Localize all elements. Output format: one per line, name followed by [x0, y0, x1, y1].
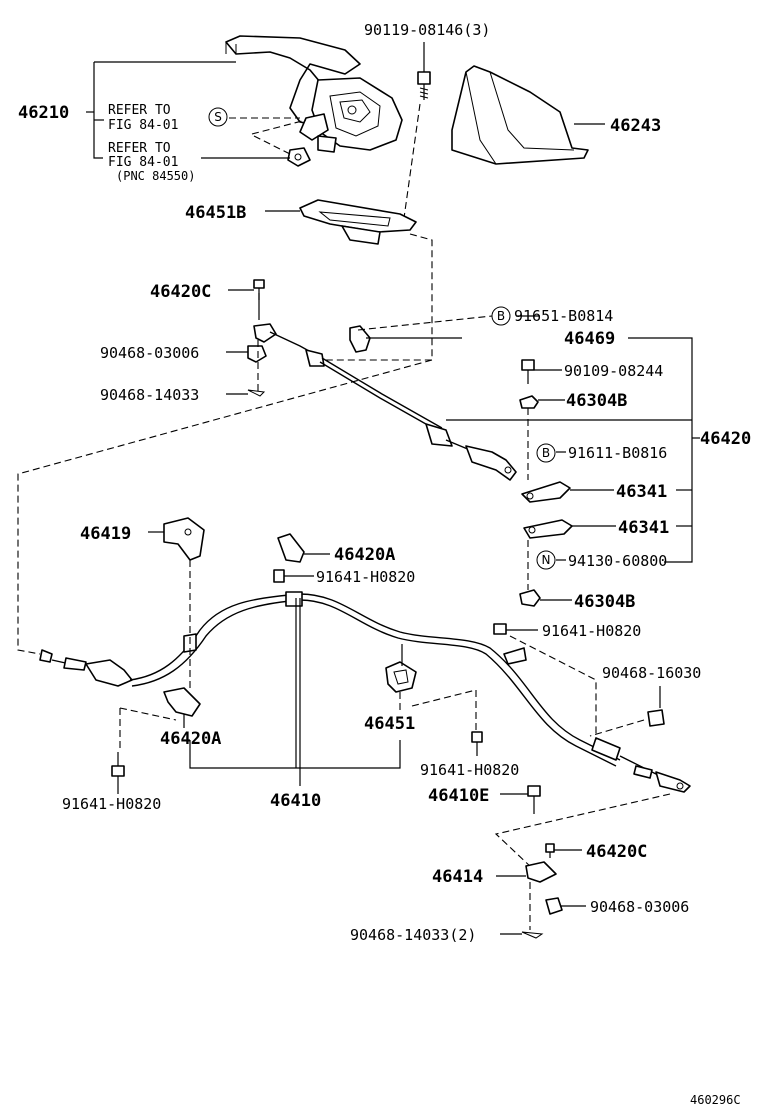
label-91641-a: 91641-H0820: [316, 568, 415, 586]
label-91641-c: 91641-H0820: [420, 761, 519, 779]
rear-cable-46410: [39, 591, 691, 793]
label-46451: 46451: [364, 714, 415, 734]
parking-brake-lever-assembly: [225, 35, 403, 167]
label-46419: 46419: [80, 524, 131, 544]
svg-text:B: B: [542, 446, 550, 460]
nut-46304b-bottom-icon: [519, 589, 541, 607]
label-91651: 91651-B0814: [514, 307, 613, 325]
label-46414: 46414: [432, 867, 483, 887]
svg-text:N: N: [542, 553, 551, 567]
label-46420a-top: 46420A: [334, 545, 395, 565]
bracket-46420a-top: [277, 533, 305, 563]
label-46243: 46243: [610, 116, 661, 136]
label-90468-03006-bottom: 90468-03006: [590, 898, 689, 916]
label-46341-a: 46341: [616, 482, 667, 502]
label-46410e: 46410E: [428, 786, 489, 806]
label-90119: 90119-08146(3): [364, 21, 490, 39]
bracket-46469: [349, 325, 371, 353]
label-pnc: (PNC 84550): [116, 169, 195, 183]
boot-46243: [451, 65, 589, 165]
marker-n: N: [536, 550, 556, 570]
bolt-90119-icon: [417, 71, 431, 100]
clip-90468-16030-icon: [647, 709, 665, 727]
clip-90468-14033-top-icon: [247, 389, 266, 397]
clip-90468-03006-top-icon: [247, 345, 267, 363]
label-46420c-top: 46420C: [150, 282, 211, 302]
label-refer-to-2: REFER TO: [108, 141, 171, 156]
label-91611: 91611-B0816: [568, 444, 667, 462]
label-46420a-bottom: 46420A: [160, 729, 221, 749]
bracket-46420a-bottom: [163, 687, 201, 717]
marker-b-2: B: [536, 443, 556, 463]
clamp-46451: [385, 661, 417, 693]
bolt-91641-b-icon: [493, 623, 507, 635]
svg-text:B: B: [497, 309, 505, 323]
label-46304b-top: 46304B: [566, 391, 627, 411]
label-94130: 94130-60800: [568, 552, 667, 570]
front-cable-46420: [253, 323, 517, 481]
label-46451b: 46451B: [185, 203, 246, 223]
bracket-46419: [163, 517, 205, 561]
label-90468-14033-bottom: 90468-14033(2): [350, 926, 476, 944]
label-90468-14033-top: 90468-14033: [100, 386, 199, 404]
clip-90468-03006-bottom-icon: [545, 897, 563, 915]
label-46469: 46469: [564, 329, 615, 349]
label-fig-1: FIG 84-01: [108, 118, 178, 133]
label-91641-b: 91641-H0820: [542, 622, 641, 640]
equalizer-46341-b: [523, 519, 573, 539]
label-46420: 46420: [700, 429, 751, 449]
marker-s: S: [208, 107, 228, 127]
bolt-91641-a-icon: [273, 569, 285, 583]
bolt-46420c-top-icon: [253, 279, 265, 300]
equalizer-46341-a: [521, 481, 571, 503]
clip-90468-14033-bottom-icon: [521, 931, 544, 939]
label-46420c-bottom: 46420C: [586, 842, 647, 862]
bracket-46414: [525, 861, 557, 883]
label-46341-b: 46341: [618, 518, 669, 538]
bracket-right-mid: [503, 647, 527, 665]
label-90468-03006-top: 90468-03006: [100, 344, 199, 362]
bolt-90109-icon: [521, 359, 535, 384]
label-91641-d: 91641-H0820: [62, 795, 161, 813]
nut-46304b-top-icon: [519, 395, 539, 409]
label-46210: 46210: [18, 103, 69, 123]
footer-code: 460296C: [690, 1093, 741, 1107]
marker-b-1: B: [491, 306, 511, 326]
label-46304b-bottom: 46304B: [574, 592, 635, 612]
label-refer-to-1: REFER TO: [108, 103, 171, 118]
label-90109: 90109-08244: [564, 362, 663, 380]
bolt-46410e-icon: [527, 785, 541, 814]
label-90468-16030: 90468-16030: [602, 664, 701, 682]
bolt-46420c-bottom-icon: [545, 843, 555, 858]
svg-text:S: S: [214, 110, 222, 124]
bolt-91641-c-icon: [471, 731, 483, 756]
label-fig-2: FIG 84-01: [108, 155, 178, 170]
label-46410: 46410: [270, 791, 321, 811]
plate-46451b: [299, 199, 417, 245]
bolt-91641-d-icon: [111, 752, 125, 777]
